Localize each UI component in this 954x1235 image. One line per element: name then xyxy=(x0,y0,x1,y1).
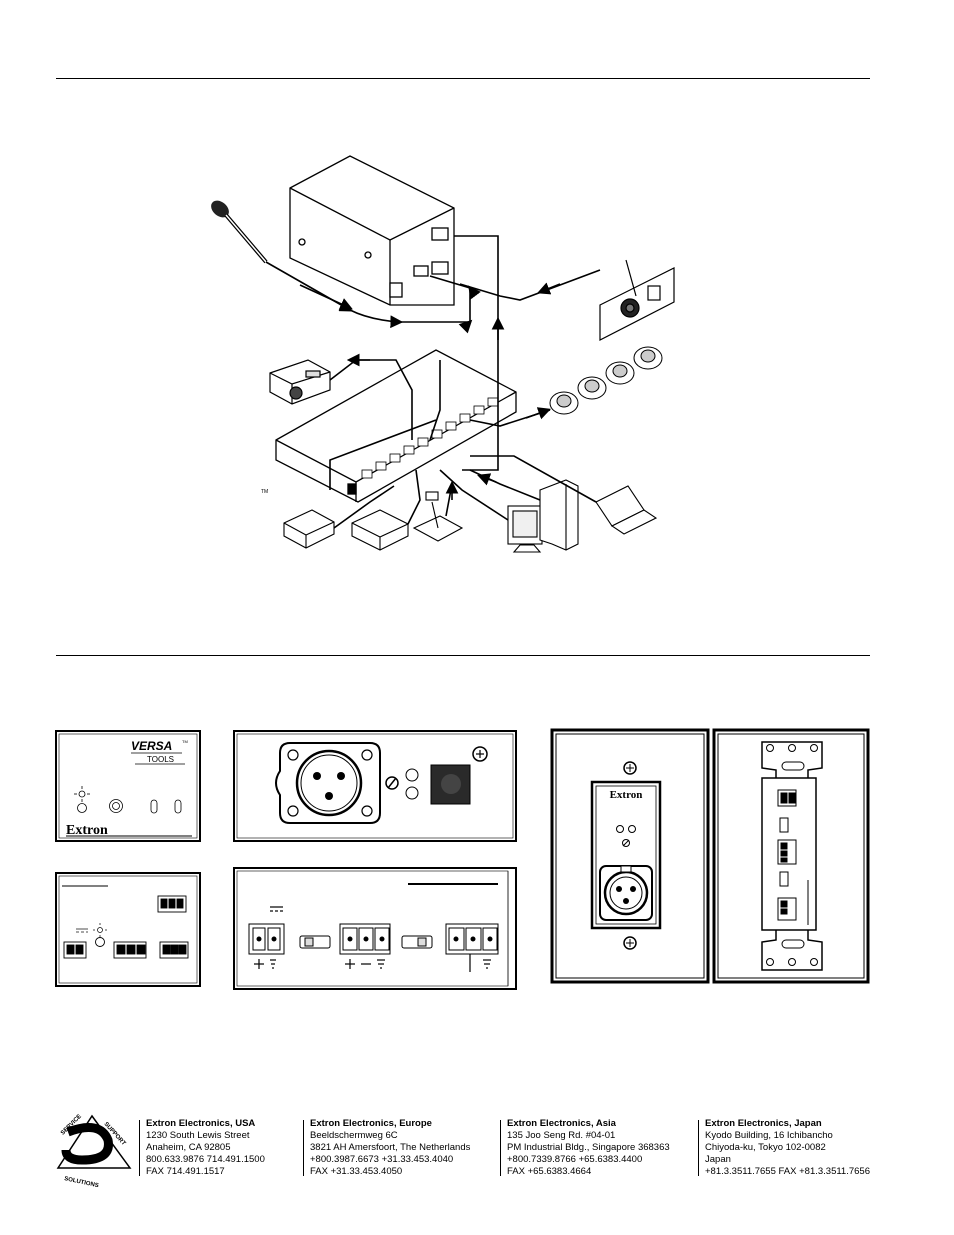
xlr-plate-panel xyxy=(233,730,517,842)
office-line: +800.3987.6673 +31.33.453.4040 xyxy=(310,1154,454,1165)
office-name: Extron Electronics, Japan xyxy=(705,1118,822,1129)
office-line: Beeldschermweg 6C xyxy=(310,1130,398,1141)
office-line: +81.3.3511.7655 FAX +81.3.3511.7656 xyxy=(705,1166,870,1177)
tools-label: TOOLS xyxy=(147,755,174,764)
office-line: 135 Joo Seng Rd. #04-01 xyxy=(507,1130,616,1141)
cables xyxy=(265,235,601,529)
logo-number: 3 xyxy=(87,1143,94,1157)
versatools-rear-panel xyxy=(55,872,201,987)
office-separator xyxy=(303,1120,304,1176)
logo-solutions-text: SOLUTIONS xyxy=(64,1176,99,1189)
top-rule xyxy=(56,78,870,79)
office-name: Extron Electronics, Europe xyxy=(310,1118,432,1129)
vcr xyxy=(351,509,409,551)
extron-wallplate-rear xyxy=(712,728,870,984)
extron-wallplate-front: Extron xyxy=(550,728,710,984)
office-line: FAX 714.491.1517 xyxy=(146,1166,225,1177)
versa-tm-label: TM xyxy=(182,739,188,744)
xlr-wallplate xyxy=(599,259,675,341)
office-japan: Extron Electronics, Japan Kyodo Building… xyxy=(705,1118,870,1178)
power-supply-box xyxy=(289,155,455,306)
wallplate-extron-logo: Extron xyxy=(610,789,643,801)
office-line: Japan xyxy=(705,1154,731,1165)
laptop xyxy=(595,485,658,535)
versatools-front-panel: VERSA TM TOOLS Extron xyxy=(55,730,201,842)
projector xyxy=(269,359,331,405)
office-line: Anaheim, CA 92805 xyxy=(146,1142,231,1153)
microphone xyxy=(211,200,268,264)
office-line: Chiyoda-ku, Tokyo 102-0082 xyxy=(705,1142,826,1153)
versatools-extron-logo: Extron xyxy=(66,823,108,838)
office-name: Extron Electronics, Asia xyxy=(507,1118,616,1129)
middle-rule xyxy=(56,655,870,656)
office-line: +800.7339.8766 +65.6383.4400 xyxy=(507,1154,643,1165)
office-asia: Extron Electronics, Asia 135 Joo Seng Rd… xyxy=(507,1118,670,1178)
office-line: FAX +31.33.453.4050 xyxy=(310,1166,403,1177)
office-europe: Extron Electronics, Europe Beeldschermwe… xyxy=(310,1118,470,1178)
ceiling-speakers xyxy=(549,346,663,415)
versa-label: VERSA xyxy=(131,739,172,753)
office-usa: Extron Electronics, USA 1230 South Lewis… xyxy=(146,1118,265,1178)
terminal-rear-panel xyxy=(233,867,517,990)
document-camera xyxy=(412,491,464,542)
office-line: Kyodo Building, 16 Ichibancho xyxy=(705,1130,833,1141)
office-line: PM Industrial Bldg., Singapore 368363 xyxy=(507,1142,670,1153)
office-line: 1230 South Lewis Street xyxy=(146,1130,250,1141)
dvd-player xyxy=(283,509,335,549)
desktop-computer xyxy=(507,479,579,553)
office-line: 3821 AH Amersfoort, The Netherlands xyxy=(310,1142,471,1153)
office-separator xyxy=(500,1120,501,1176)
office-separator xyxy=(698,1120,699,1176)
tm-mark: TM xyxy=(261,489,268,495)
mixer-amplifier xyxy=(275,349,517,503)
office-line: 800.633.9876 714.491.1500 xyxy=(146,1154,265,1165)
office-name: Extron Electronics, USA xyxy=(146,1118,256,1129)
office-line: FAX +65.6383.4664 xyxy=(507,1166,592,1177)
service-support-solutions-logo: 3 SERVICE SUPPORT SOLUTIONS xyxy=(56,1114,132,1189)
office-separator xyxy=(139,1120,140,1176)
